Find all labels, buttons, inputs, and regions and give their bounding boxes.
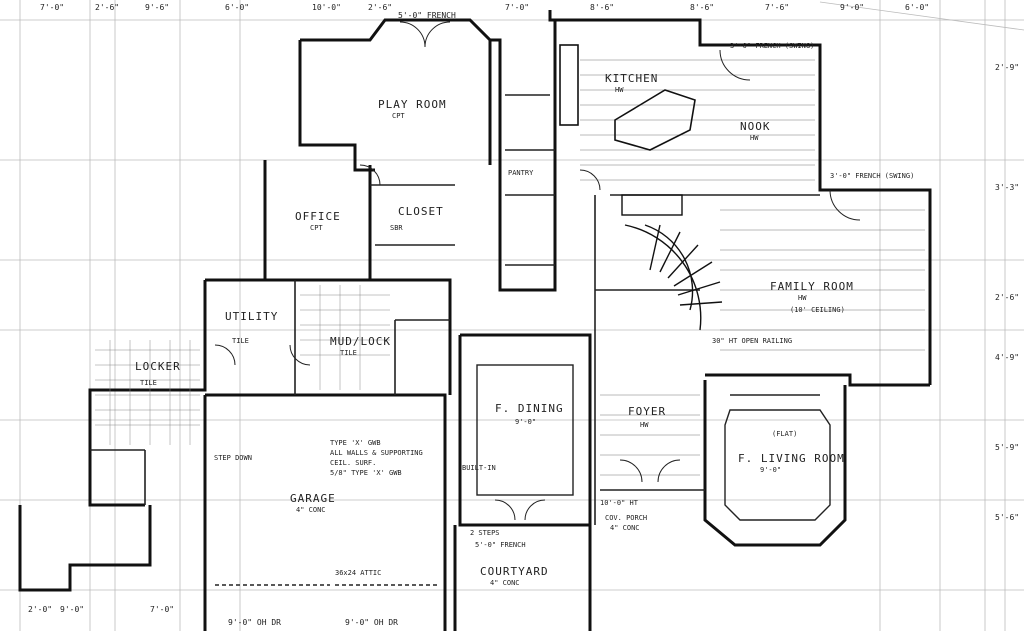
pull-stair-note: 36x24 ATTIC (335, 569, 381, 577)
dim-top: 9'-6" (145, 3, 169, 12)
dim-top: 7'-0" (505, 3, 529, 12)
office-label: OFFICE (295, 210, 341, 223)
inner-outlines (476, 364, 831, 521)
garage-label: GARAGE (290, 492, 336, 505)
spiral-stair (621, 194, 723, 331)
nook-label: NOOK (740, 120, 771, 133)
dining-label: F. DINING (495, 402, 564, 415)
dim-top: 6'-0" (225, 3, 249, 12)
garage-floor: 4" CONC (296, 506, 326, 514)
dim-bottom: 7'-0" (150, 605, 174, 614)
step-down-note: STEP DOWN (214, 454, 252, 462)
foyer-door-note: 10'-0" HT (600, 499, 639, 507)
four-conc-note: 4" CONC (610, 524, 640, 532)
walls (18, 10, 932, 631)
tile-grid (95, 285, 390, 445)
utility-label: UTILITY (225, 310, 278, 323)
dim-bottom: 9'-0" OH DR (228, 618, 281, 627)
bottom-dimensions: 2'-0" 9'-0" 7'-0" 9'-0" OH DR 9'-0" OH D… (28, 605, 398, 627)
nook-floor: HW (750, 134, 759, 142)
mud-label: MUD/LOCK (330, 335, 391, 348)
locker-floor: TILE (140, 379, 157, 387)
stair-note: 30" HT OPEN RAILING (712, 337, 792, 345)
foyer-floor: HW (640, 421, 649, 429)
garage-note-1: TYPE 'X' GWB (330, 439, 381, 447)
kitchen-floor: HW (615, 86, 624, 94)
utility-floor: TILE (232, 337, 249, 345)
dim-right: 5'-6" (995, 513, 1019, 522)
mud-floor: TILE (340, 349, 357, 357)
kitchen-label: KITCHEN (605, 72, 658, 85)
dim-right: 5'-9" (995, 443, 1019, 452)
built-in-note: BUILT-IN (462, 464, 496, 472)
dim-right: 3'-3" (995, 183, 1019, 192)
room-labels: KITCHEN HW NOOK HW PLAY ROOM CPT OFFICE … (135, 72, 854, 587)
two-steps-note: 2 STEPS (470, 529, 500, 537)
dim-bottom: 9'-0" OH DR (345, 618, 398, 627)
courtyard-floor: 4" CONC (490, 579, 520, 587)
foyer-label: FOYER (628, 405, 666, 418)
top-dimensions: 7'-0" 2'-6" 9'-6" 6'-0" 10'-0" 2'-6" 5'-… (40, 3, 929, 20)
living-note: (FLAT) (772, 430, 797, 438)
dim-top: 10'-0" (312, 3, 341, 12)
dining-floor: 9'-0" (515, 418, 536, 426)
family-room-floor: HW (798, 294, 807, 302)
cov-porch-note: COV. PORCH (605, 514, 647, 522)
play-room-label: PLAY ROOM (378, 98, 447, 111)
partitions (90, 94, 820, 525)
dim-top: 7'-6" (765, 3, 789, 12)
pantry-label: PANTRY (508, 169, 534, 177)
living-floor: 9'-0" (760, 466, 781, 474)
dim-right: 2'-6" (995, 293, 1019, 302)
garage-note-2: ALL WALLS & SUPPORTING (330, 449, 423, 457)
courtyard-label: COURTYARD (480, 565, 549, 578)
dim-top: 8'-6" (690, 3, 714, 12)
dim-top: 2'-6" (368, 3, 392, 12)
dim-top: 7'-0" (40, 3, 64, 12)
door-swings (214, 21, 861, 521)
closet-label: CLOSET (398, 205, 444, 218)
family-room-label: FAMILY ROOM (770, 280, 854, 293)
dim-top: 2'-6" (95, 3, 119, 12)
dim-right: 4'-9" (995, 353, 1019, 362)
office-floor: CPT (310, 224, 323, 232)
dim-top: 8'-6" (590, 3, 614, 12)
locker-label: LOCKER (135, 360, 181, 373)
garage-note-3: CEIL. SURF. (330, 459, 376, 467)
french-door-note-nook: 3'-0" FRENCH (SWING) (830, 172, 914, 180)
right-dimensions: 2'-9" 3'-3" 2'-6" 4'-9" 5'-9" 5'-6" (995, 63, 1019, 522)
dim-right: 2'-9" (995, 63, 1019, 72)
dim-bottom: 9'-0" (60, 605, 84, 614)
hardwood-hatching (580, 59, 925, 476)
garage-note-4: 5/8" TYPE 'X' GWB (330, 469, 402, 477)
dim-top: 5'-0" FRENCH (398, 11, 456, 20)
courtyard-door-note: 5'-0" FRENCH (475, 541, 526, 549)
play-room-floor: CPT (392, 112, 405, 120)
annotations: 30" HT OPEN RAILING 3'-0" FRENCH (SWING)… (214, 42, 914, 577)
family-room-note: (10' CEILING) (790, 306, 845, 314)
kitchen-island (559, 44, 696, 151)
dim-top: 6'-0" (905, 3, 929, 12)
dim-top: 9'-0" (840, 3, 864, 12)
dim-bottom: 2'-0" (28, 605, 52, 614)
living-label: F. LIVING ROOM (738, 452, 845, 465)
sbr-note: SBR (390, 224, 403, 232)
french-door-note-top: 3'-0" FRENCH (SWING) (730, 42, 814, 50)
